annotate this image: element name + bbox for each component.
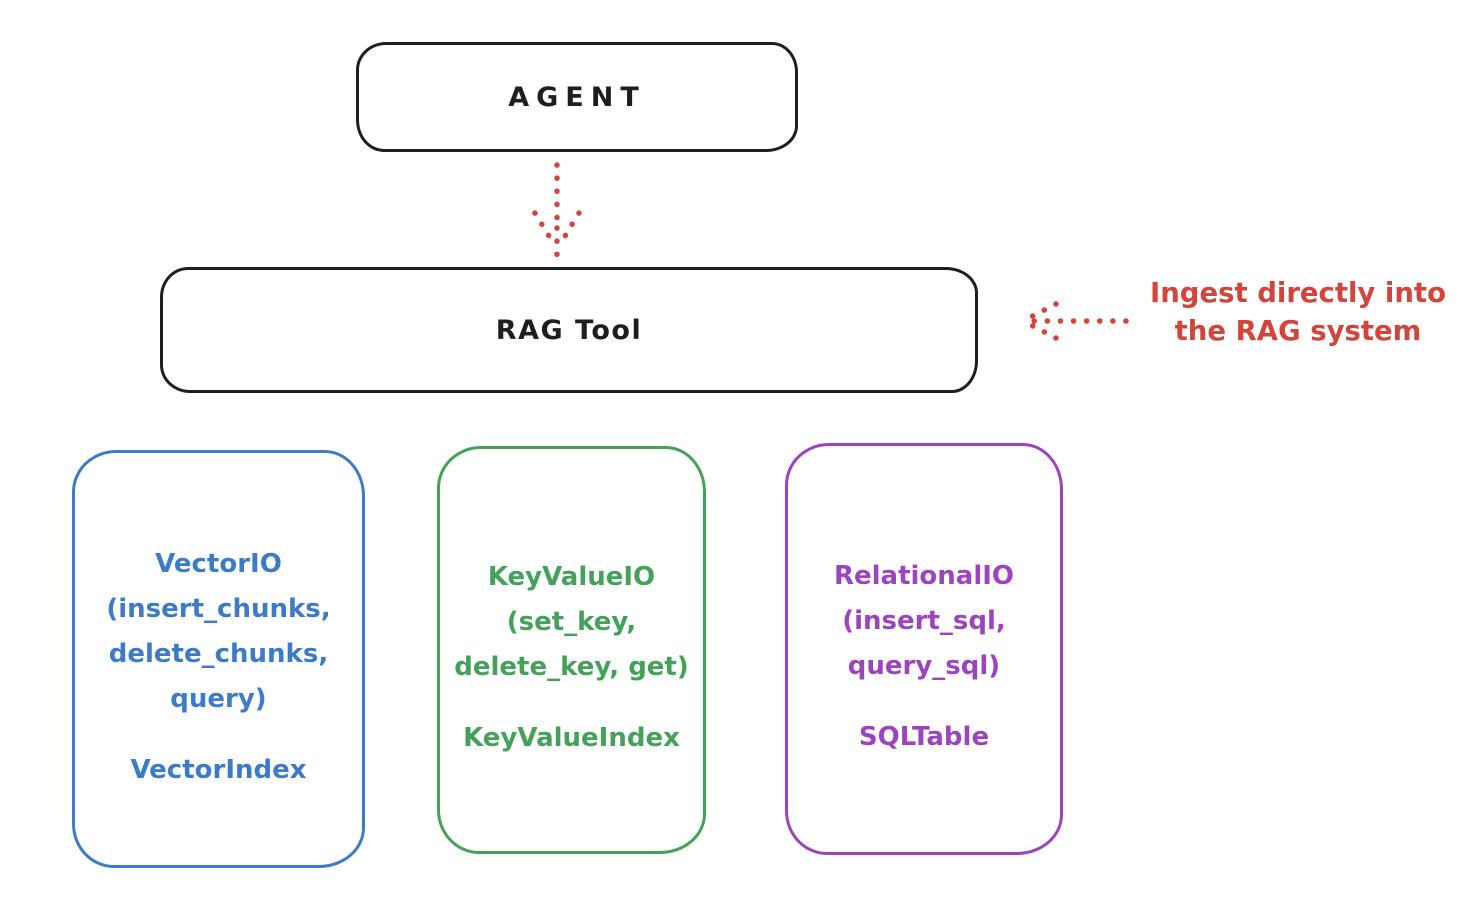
relational-io-line: RelationalIO: [833, 561, 1015, 591]
keyvalue-io-line: delete_key, get): [454, 652, 689, 682]
relational-io-text: RelationalIO (insert_sql, query_sql) SQL…: [834, 554, 1014, 760]
agent-to-ragtool-arrow-icon: [532, 162, 582, 258]
vector-io-line: query): [170, 683, 267, 714]
vector-io-line: delete_chunks,: [108, 638, 329, 669]
rag-tool-node: RAG Tool: [160, 267, 978, 393]
relational-io-line: query_sql): [847, 651, 1001, 681]
sql-table-label: SQLTable: [858, 722, 990, 752]
agent-label: AGENT: [508, 81, 646, 113]
ingest-annotation: Ingest directly into the RAG system: [1126, 274, 1470, 350]
keyvalue-io-line: (set_key,: [506, 607, 637, 637]
ingest-annotation-line1: Ingest directly into: [1150, 277, 1446, 309]
agent-node: AGENT: [356, 42, 798, 152]
vector-io-line: VectorIO: [155, 548, 282, 579]
keyvalue-io-line: KeyValueIO: [487, 562, 656, 592]
vector-io-text: VectorIO (insert_chunks, delete_chunks, …: [106, 542, 330, 793]
ingest-annotation-line2: the RAG system: [1174, 315, 1422, 347]
vector-index-label: VectorIndex: [130, 754, 307, 785]
keyvalue-io-text: KeyValueIO (set_key, delete_key, get) Ke…: [454, 555, 689, 761]
ingest-arrow-icon: [1022, 301, 1129, 341]
vector-io-node: VectorIO (insert_chunks, delete_chunks, …: [72, 450, 365, 868]
rag-tool-label: RAG Tool: [495, 314, 643, 346]
relational-io-line: (insert_sql,: [842, 606, 1006, 636]
vector-io-line: (insert_chunks,: [106, 593, 331, 624]
relational-io-node: RelationalIO (insert_sql, query_sql) SQL…: [785, 443, 1063, 855]
keyvalue-index-label: KeyValueIndex: [463, 723, 680, 753]
keyvalue-io-node: KeyValueIO (set_key, delete_key, get) Ke…: [437, 446, 706, 854]
